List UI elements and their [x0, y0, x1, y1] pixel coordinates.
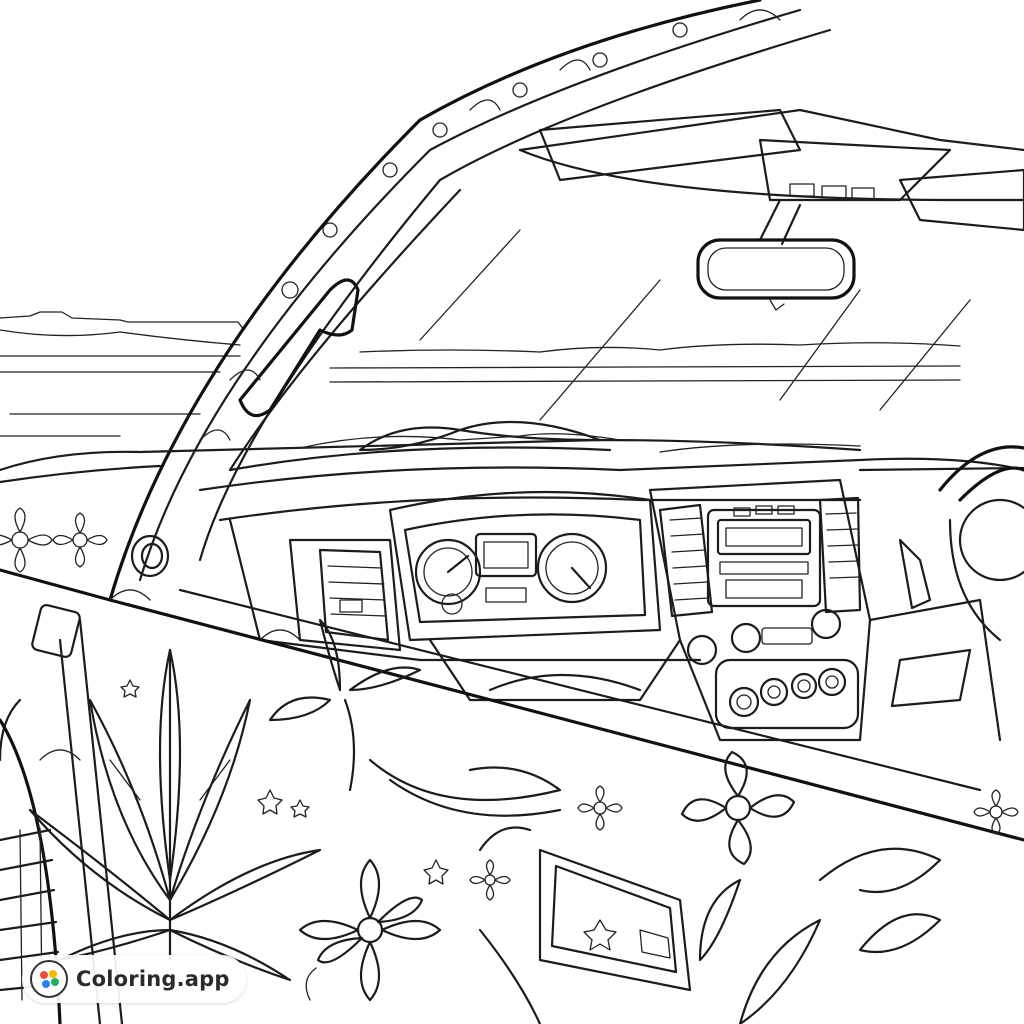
dashboard [198, 457, 1024, 702]
palette-icon [30, 960, 68, 998]
windshield-glare [419, 229, 971, 421]
pillar-pattern [199, 9, 781, 441]
background-landscape [0, 311, 961, 437]
watermark-badge[interactable]: Coloring.app [22, 955, 246, 1003]
flower-decorations [0, 507, 1019, 1002]
roof-headliner [518, 108, 1024, 311]
passenger-dash [858, 445, 1024, 742]
a-pillar [108, 0, 832, 602]
center-console [648, 478, 872, 742]
watermark-text: Coloring.app [76, 967, 230, 991]
door-panel [0, 568, 1024, 1024]
leaf-decoration [28, 648, 322, 982]
hood [0, 433, 862, 484]
swirl-decorations [39, 589, 942, 1001]
leaf-decoration-small [268, 420, 942, 1024]
